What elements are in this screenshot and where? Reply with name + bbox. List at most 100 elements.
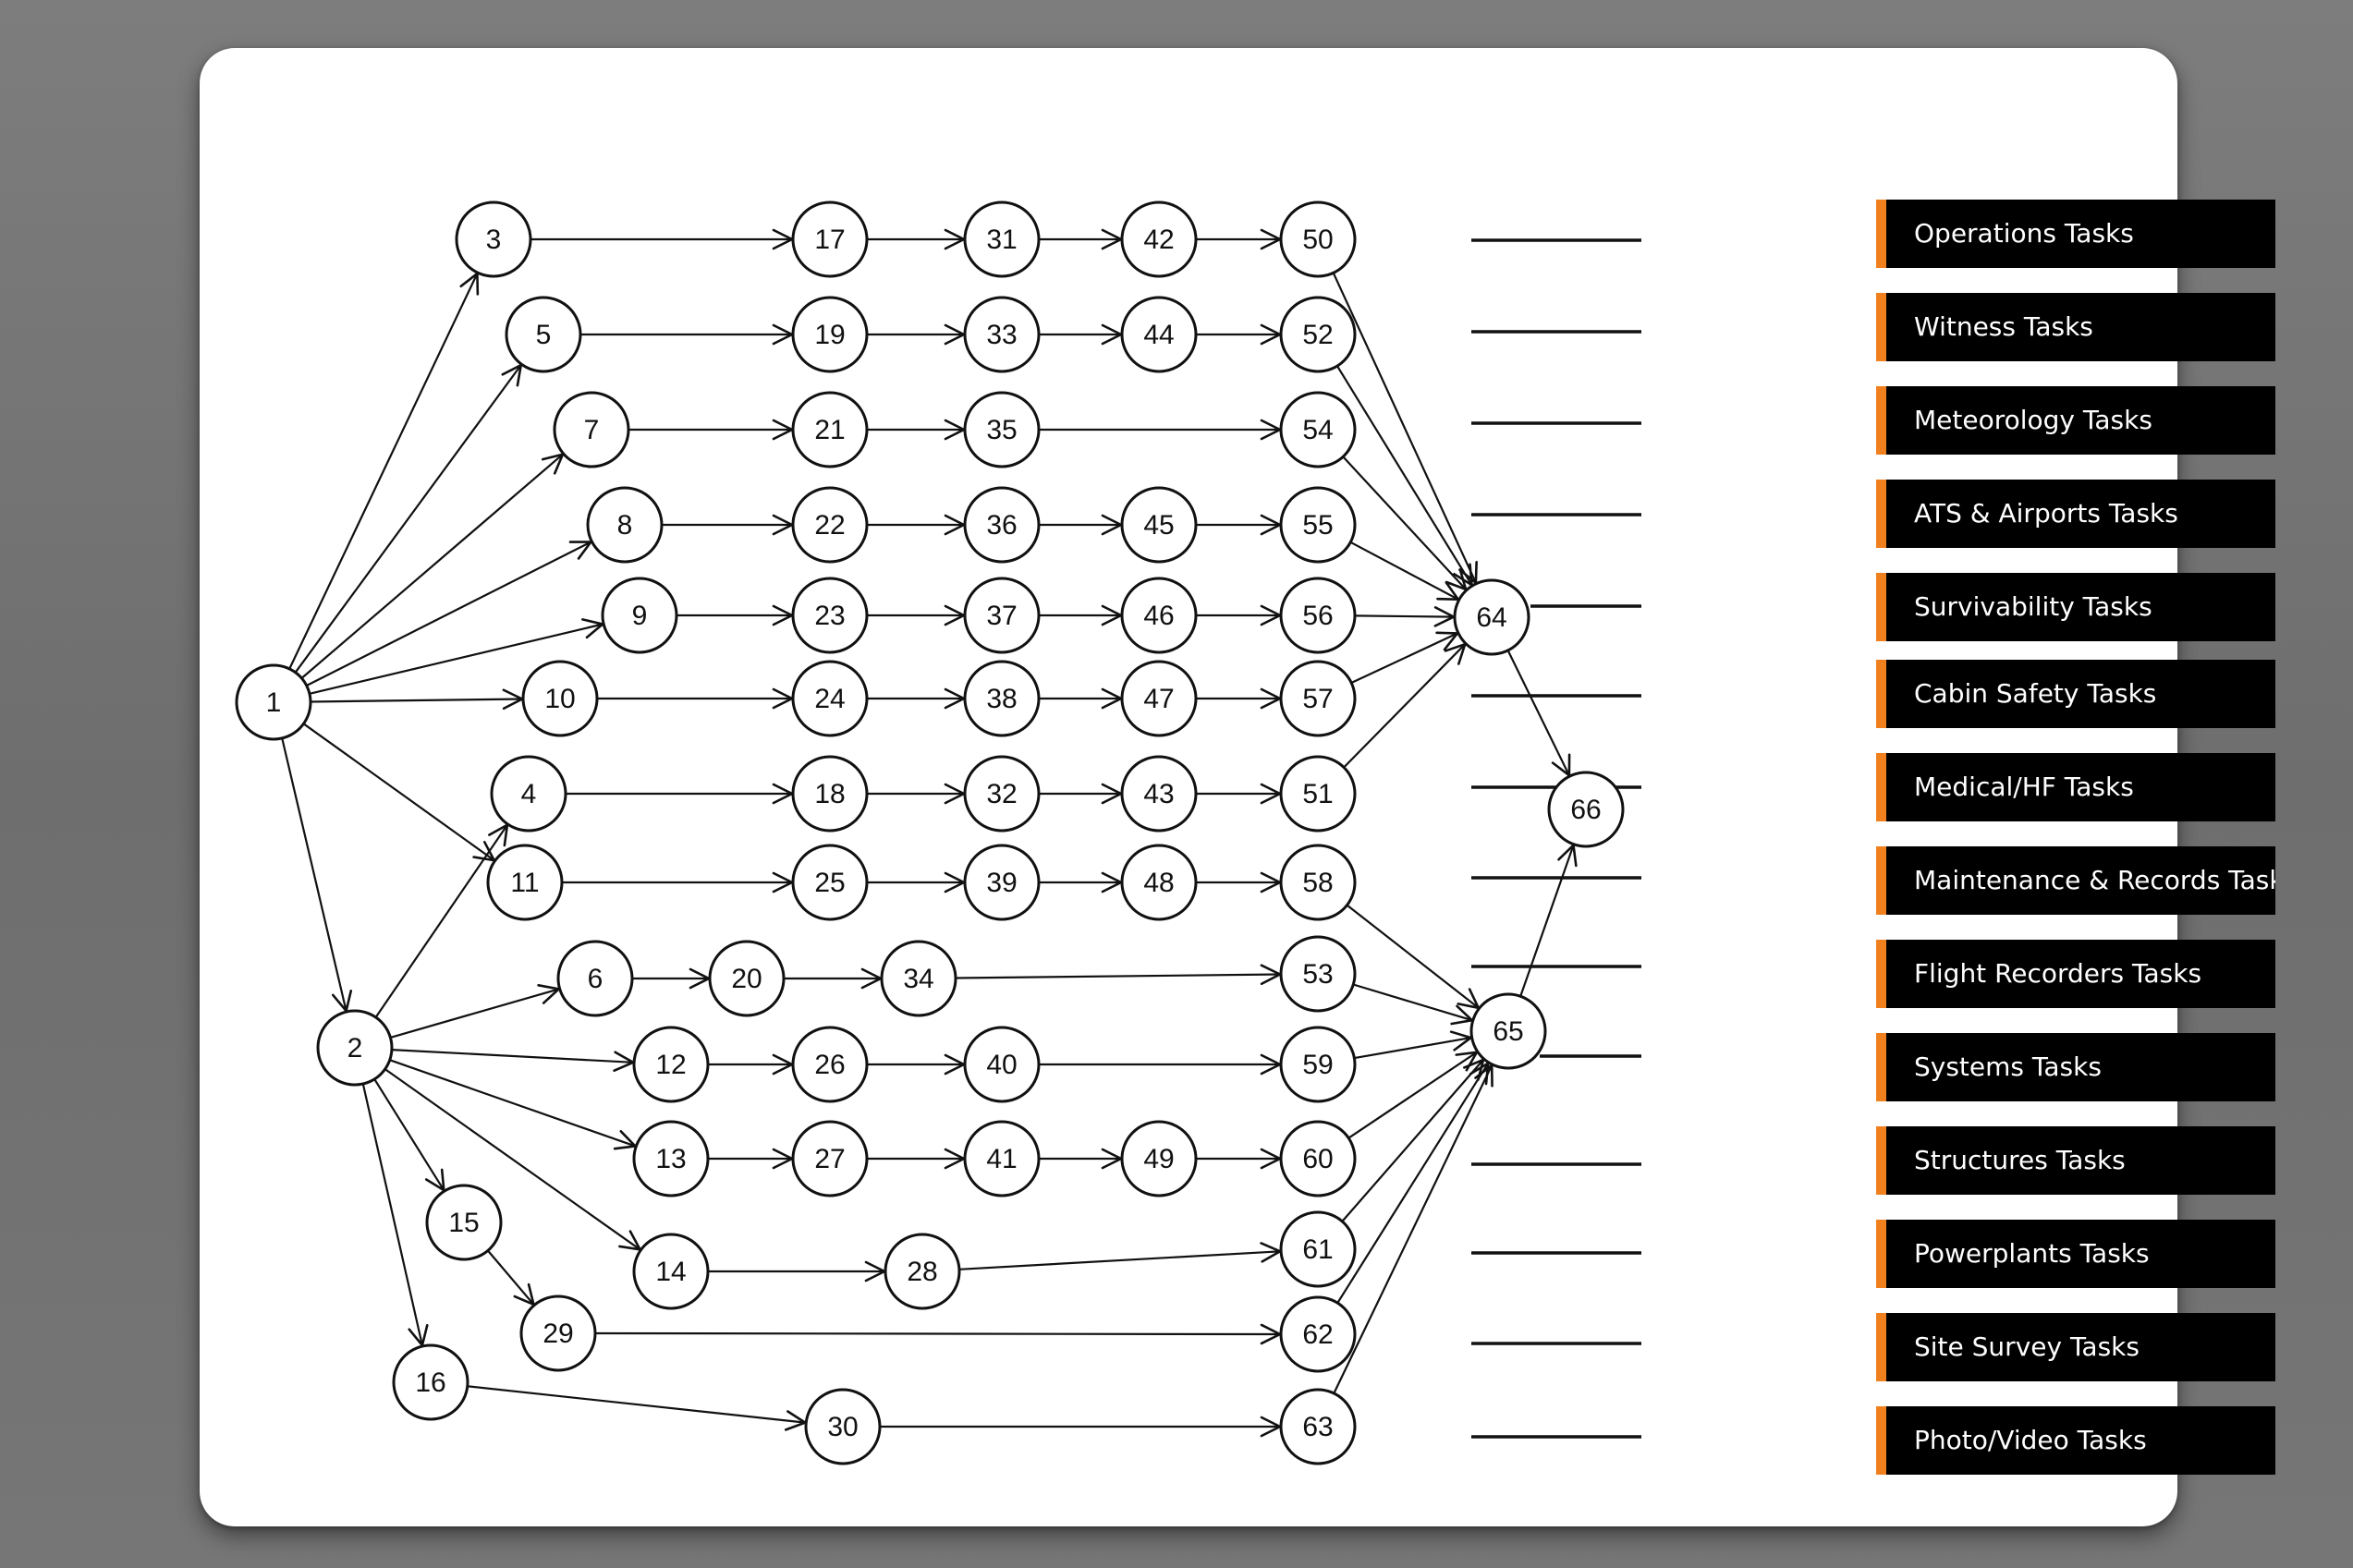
node-label: 13 xyxy=(655,1144,686,1174)
node-label: 53 xyxy=(1302,959,1333,990)
node-60: 60 xyxy=(1279,1120,1357,1197)
node-label: 54 xyxy=(1302,415,1333,445)
node-35: 35 xyxy=(963,391,1041,468)
node-circle xyxy=(791,660,869,737)
node-circle xyxy=(1279,755,1357,833)
node-circle xyxy=(1279,660,1357,737)
node-circle xyxy=(553,391,630,468)
edge-15-to-29 xyxy=(487,1249,535,1307)
node-34: 34 xyxy=(880,940,957,1017)
node-label: 9 xyxy=(632,601,648,631)
task-label-7: Medical/HF Tasks xyxy=(1876,753,2275,821)
node-30: 30 xyxy=(804,1388,882,1465)
node-label: 12 xyxy=(655,1050,686,1080)
node-64: 64 xyxy=(1453,578,1530,656)
task-label-1: Operations Tasks xyxy=(1876,200,2275,268)
node-circle xyxy=(1120,577,1198,654)
node-36: 36 xyxy=(963,486,1041,564)
node-44: 44 xyxy=(1120,296,1198,373)
node-label: 66 xyxy=(1570,795,1601,825)
node-label: 35 xyxy=(986,415,1017,445)
node-label: 43 xyxy=(1143,779,1174,809)
node-circle xyxy=(1120,660,1198,737)
node-label: 32 xyxy=(986,779,1017,809)
edge-58-to-65 xyxy=(1346,904,1480,1010)
edge-64-to-66 xyxy=(1506,650,1571,777)
task-label-6: Cabin Safety Tasks xyxy=(1876,660,2275,728)
node-65: 65 xyxy=(1469,992,1547,1070)
edge-29-to-62 xyxy=(594,1323,1282,1345)
node-circle xyxy=(505,296,582,373)
node-circle xyxy=(963,391,1041,468)
node-circle xyxy=(804,1388,882,1465)
node-29: 29 xyxy=(519,1295,597,1372)
node-5: 5 xyxy=(505,296,582,373)
edge-1-to-5 xyxy=(294,363,523,674)
node-label: 51 xyxy=(1302,779,1333,809)
edge-28-to-61 xyxy=(958,1242,1282,1270)
node-label: 50 xyxy=(1302,225,1333,255)
node-label: 55 xyxy=(1302,510,1333,541)
node-50: 50 xyxy=(1279,201,1357,278)
node-49: 49 xyxy=(1120,1120,1198,1197)
node-52: 52 xyxy=(1279,296,1357,373)
node-label: 61 xyxy=(1302,1234,1333,1265)
node-circle xyxy=(632,1120,710,1197)
node-circle xyxy=(963,844,1041,921)
node-circle xyxy=(791,296,869,373)
node-label: 34 xyxy=(903,964,933,994)
node-label: 46 xyxy=(1143,601,1174,631)
edge-1-to-3 xyxy=(288,272,480,670)
node-41: 41 xyxy=(963,1120,1041,1197)
node-54: 54 xyxy=(1279,391,1357,468)
node-circle xyxy=(963,1026,1041,1103)
node-label: 27 xyxy=(814,1144,845,1174)
node-label: 16 xyxy=(415,1367,445,1398)
node-23: 23 xyxy=(791,577,869,654)
node-31: 31 xyxy=(963,201,1041,278)
task-label-3: Meteorology Tasks xyxy=(1876,386,2275,455)
edge-1-to-9 xyxy=(309,618,604,695)
node-label: 26 xyxy=(814,1050,845,1080)
node-circle xyxy=(1120,1120,1198,1197)
node-38: 38 xyxy=(963,660,1041,737)
node-label: 17 xyxy=(814,225,845,255)
edge-2-to-12 xyxy=(391,1049,635,1073)
edge-54-to-64 xyxy=(1342,456,1468,591)
task-label-13: Site Survey Tasks xyxy=(1876,1313,2275,1381)
edge-60-to-65 xyxy=(1347,1051,1479,1139)
node-circle xyxy=(392,1343,469,1421)
node-12: 12 xyxy=(632,1026,710,1103)
edge-34-to-53 xyxy=(955,964,1282,986)
node-14: 14 xyxy=(632,1233,710,1310)
connector-lines xyxy=(1471,238,1641,1439)
node-7: 7 xyxy=(553,391,630,468)
node-40: 40 xyxy=(963,1026,1041,1103)
node-24: 24 xyxy=(791,660,869,737)
task-label-9: Flight Recorders Tasks xyxy=(1876,940,2275,1008)
node-circle xyxy=(791,1120,869,1197)
node-circle xyxy=(1279,1388,1357,1465)
node-circle xyxy=(1120,755,1198,833)
node-25: 25 xyxy=(791,844,869,921)
node-circle xyxy=(708,940,786,1017)
node-circle xyxy=(963,577,1041,654)
node-label: 2 xyxy=(347,1033,363,1064)
edge-61-to-65 xyxy=(1341,1058,1485,1222)
node-37: 37 xyxy=(963,577,1041,654)
edge-1-to-11 xyxy=(302,723,496,862)
node-circle xyxy=(963,660,1041,737)
node-label: 45 xyxy=(1143,510,1174,541)
node-62: 62 xyxy=(1279,1295,1357,1373)
node-circle xyxy=(455,201,532,278)
node-circle xyxy=(586,486,664,564)
node-circle xyxy=(963,1120,1041,1197)
node-label: 7 xyxy=(584,415,600,445)
node-label: 63 xyxy=(1302,1412,1333,1442)
node-label: 4 xyxy=(521,779,537,809)
task-label-2: Witness Tasks xyxy=(1876,293,2275,361)
edge-2-to-6 xyxy=(390,984,560,1039)
node-circle xyxy=(556,940,634,1017)
node-16: 16 xyxy=(392,1343,469,1421)
